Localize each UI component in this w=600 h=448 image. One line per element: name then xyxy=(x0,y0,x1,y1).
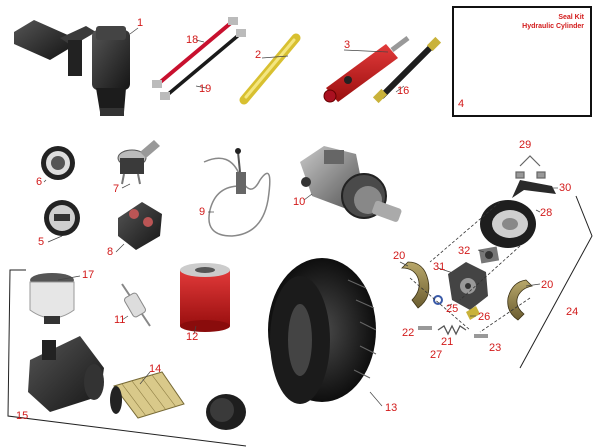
callout-32: 32 xyxy=(458,245,471,257)
callout-20-left: 20 xyxy=(393,250,406,262)
callout-13: 13 xyxy=(385,402,398,414)
part-12-oil-filter xyxy=(180,263,230,332)
callout-12: 12 xyxy=(186,331,199,343)
part-8-solenoid xyxy=(118,202,162,250)
callout-16: 16 xyxy=(397,85,410,97)
callout-leader-lines xyxy=(43,27,558,407)
callout-6: 6 xyxy=(36,176,43,188)
callout-27: 27 xyxy=(430,349,443,361)
part-15-bracket-line xyxy=(7,269,247,447)
callout-5: 5 xyxy=(38,236,45,248)
part-1-tank-bracket xyxy=(14,20,130,116)
callout-3: 3 xyxy=(344,39,351,51)
brake-exploded-lines xyxy=(409,201,531,333)
callout-24: 24 xyxy=(566,306,579,318)
callout-28: 28 xyxy=(540,207,553,219)
part-7-ignition-switch xyxy=(117,140,160,185)
callout-22: 22 xyxy=(402,327,415,339)
part-30-brake-lever xyxy=(512,180,556,198)
part-13-tire xyxy=(268,258,377,404)
seal-kit-box: Seal Kit Hydraulic Cylinder xyxy=(452,6,592,117)
part-23-pin xyxy=(474,334,488,338)
seal-kit-subtitle: Hydraulic Cylinder xyxy=(522,23,584,30)
part-20-brake-shoe-right xyxy=(507,279,533,321)
callout-25: 25 xyxy=(446,303,459,315)
callout-11: 11 xyxy=(114,314,126,326)
part-18-red-hose xyxy=(152,17,238,88)
part-22-pin xyxy=(418,326,432,330)
part-3-hydraulic-cylinder xyxy=(323,36,410,103)
callout-21: 21 xyxy=(441,336,454,348)
callout-31: 31 xyxy=(433,261,446,273)
callout-7: 7 xyxy=(113,183,120,195)
part-21-spring xyxy=(437,324,467,336)
part-11-inline-filter xyxy=(121,283,151,327)
seal-kit-title: Seal Kit xyxy=(558,14,584,21)
callout-26: 26 xyxy=(478,311,491,323)
callout-4: 4 xyxy=(458,98,465,110)
callout-2: 2 xyxy=(255,49,262,61)
callout-30: 30 xyxy=(559,182,572,194)
callout-10: 10 xyxy=(293,196,306,208)
part-28-brake-drum xyxy=(480,200,536,248)
callout-1: 1 xyxy=(137,17,144,29)
part-17-filter-bowl xyxy=(29,273,75,324)
callout-29: 29 xyxy=(519,139,532,151)
callout-17: 17 xyxy=(82,269,95,281)
part-15-end-cap xyxy=(206,394,246,430)
callout-18: 18 xyxy=(186,34,199,46)
part-31-backing-plate xyxy=(448,262,488,310)
callout-8: 8 xyxy=(107,246,114,258)
part-24-bracket-line xyxy=(519,195,593,369)
callout-20-right: 20 xyxy=(541,279,554,291)
part-15-air-cleaner xyxy=(28,336,104,412)
part-14-air-filter xyxy=(110,371,185,419)
part-6-gauge xyxy=(41,146,75,180)
part-26-adjuster xyxy=(466,306,480,320)
part-10-hydraulic-motor xyxy=(300,146,402,222)
part-5-hour-meter xyxy=(44,200,80,236)
callout-9: 9 xyxy=(199,206,206,218)
part-19-black-hose xyxy=(160,29,246,100)
part-9-throttle-cable xyxy=(203,148,271,237)
part-25-clip xyxy=(433,295,443,305)
part-20-brake-shoe-left xyxy=(401,261,430,309)
part-16-hose xyxy=(372,36,442,104)
callout-14: 14 xyxy=(149,363,162,375)
part-29-clips xyxy=(515,155,546,179)
callout-23: 23 xyxy=(489,342,502,354)
part-2-yellow-pin xyxy=(239,33,301,105)
part-32-flange xyxy=(478,246,500,264)
callout-15: 15 xyxy=(16,410,29,422)
callout-19: 19 xyxy=(199,83,212,95)
